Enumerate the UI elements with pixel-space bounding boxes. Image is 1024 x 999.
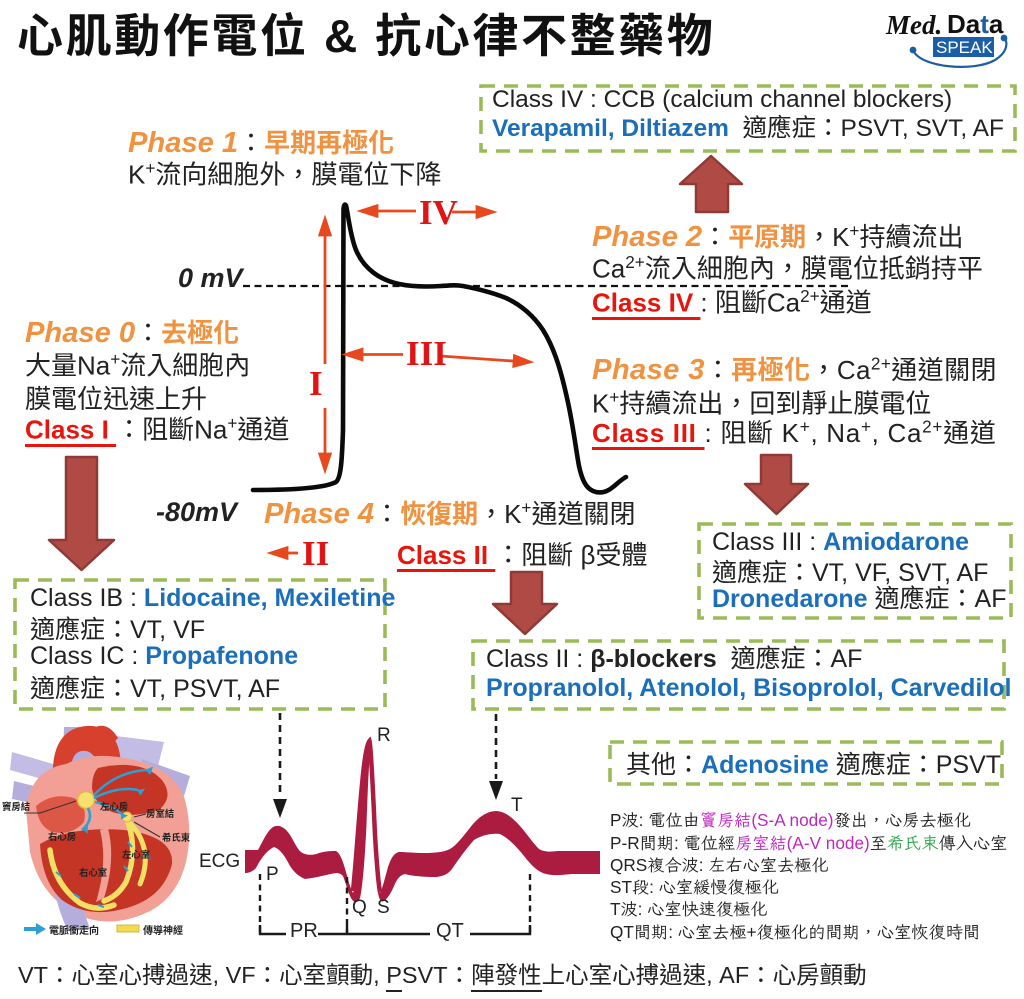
svg-text:Data: Data [947, 9, 1004, 39]
svg-text:竇房結: 竇房結 [2, 801, 30, 812]
svg-text:左心室: 左心室 [122, 849, 150, 860]
svg-text:左心房: 左心房 [100, 801, 128, 812]
svg-text:房室結: 房室結 [146, 808, 174, 819]
svg-text:電脈衝走向: 電脈衝走向 [49, 924, 99, 937]
svg-text:Med.: Med. [885, 10, 942, 40]
svg-text:SPEAK: SPEAK [936, 38, 993, 57]
svg-text:右心室: 右心室 [79, 867, 107, 878]
svg-text:右心房: 右心房 [48, 831, 76, 842]
svg-text:希氏束: 希氏束 [162, 832, 191, 843]
svg-text:傳導神經: 傳導神經 [143, 924, 183, 937]
